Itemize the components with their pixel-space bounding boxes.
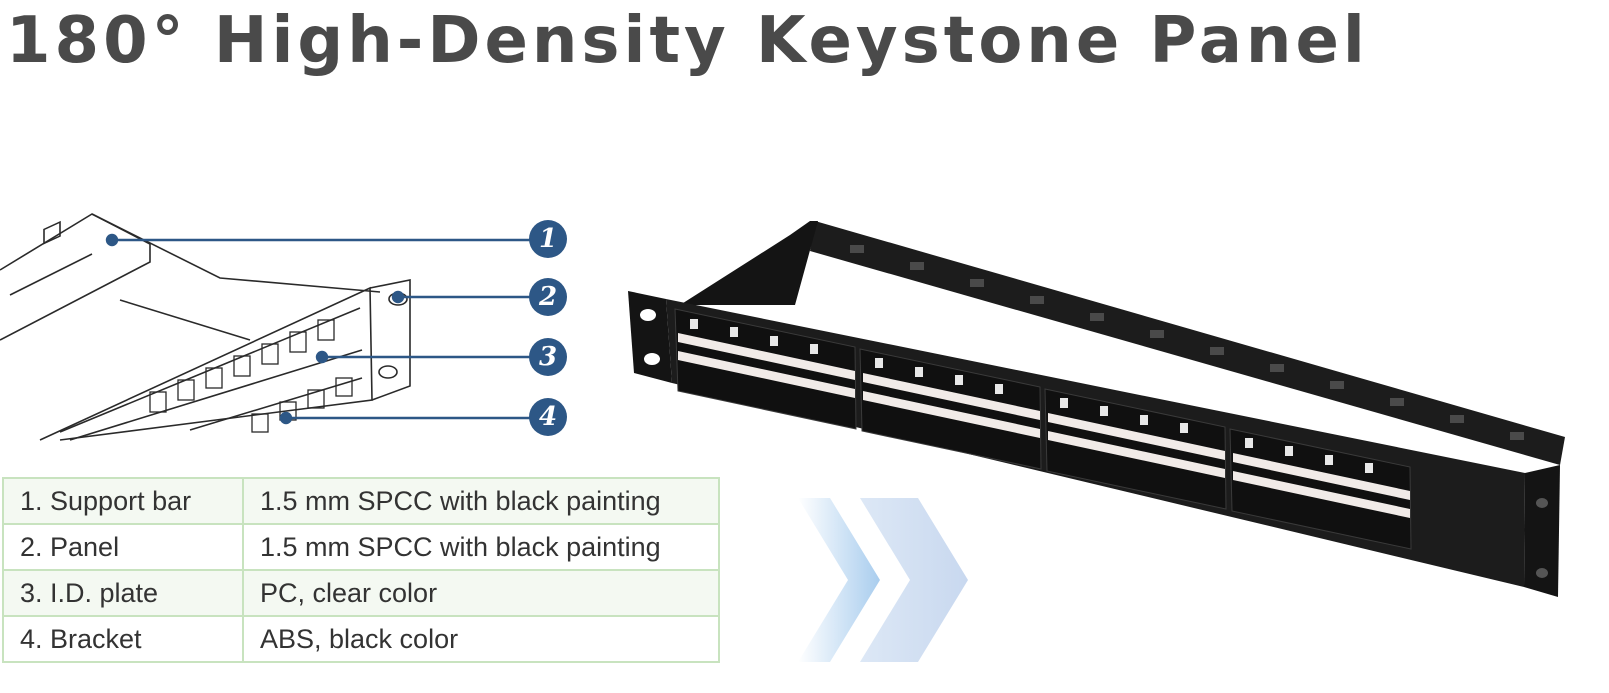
spec-material: 1.5 mm SPCC with black painting: [242, 523, 720, 571]
chevron-arrows-icon: [798, 498, 968, 662]
spec-part: 1. Support bar: [2, 477, 244, 525]
table-row: 1. Support bar 1.5 mm SPCC with black pa…: [2, 477, 720, 525]
spec-table: 1. Support bar 1.5 mm SPCC with black pa…: [2, 477, 720, 663]
spec-part: 2. Panel: [2, 523, 244, 571]
spec-material: ABS, black color: [242, 615, 720, 663]
spec-material: 1.5 mm SPCC with black painting: [242, 477, 720, 525]
spec-material: PC, clear color: [242, 569, 720, 617]
table-row: 3. I.D. plate PC, clear color: [2, 569, 720, 617]
callout-2: 2: [529, 278, 567, 316]
table-row: 4. Bracket ABS, black color: [2, 615, 720, 663]
spec-part: 3. I.D. plate: [2, 569, 244, 617]
callout-1: 1: [529, 220, 567, 258]
page-title: 180° High-Density Keystone Panel: [6, 4, 1369, 78]
keystone-panel-image: [628, 221, 1565, 597]
callout-3: 3: [529, 338, 567, 376]
callout-4: 4: [529, 398, 567, 436]
spec-part: 4. Bracket: [2, 615, 244, 663]
panel-detail-drawing: [0, 213, 530, 441]
table-row: 2. Panel 1.5 mm SPCC with black painting: [2, 523, 720, 571]
